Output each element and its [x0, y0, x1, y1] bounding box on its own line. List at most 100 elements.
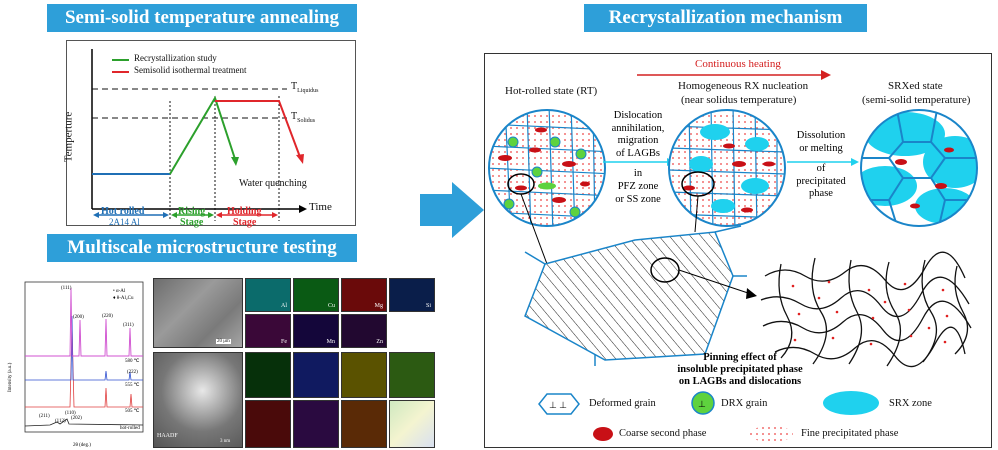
- peak-220: (220): [102, 314, 113, 319]
- sem-image: 20 μm: [153, 278, 243, 348]
- t-liquidus-label: TLiquidus: [291, 81, 318, 94]
- legend-deformed-grain-symbol: ⊥ ⊥: [538, 393, 580, 415]
- eds-si-label: Si: [425, 303, 431, 309]
- pinning-line-1: Pinning effect of: [703, 352, 777, 363]
- svg-text:⊥ ⊥: ⊥ ⊥: [549, 400, 567, 410]
- peak-311: (311): [123, 323, 134, 328]
- arrow1-line-7: or SS zone: [615, 193, 661, 205]
- stage-rising-label2: Stage: [180, 217, 204, 228]
- legend-fine-phase-symbol: [749, 426, 793, 442]
- t-liquidus: T: [291, 81, 298, 92]
- arrow2-line-3: of: [816, 163, 826, 175]
- arrow2-line-4: precipitated: [796, 175, 846, 187]
- hatched-grain-region: [524, 225, 747, 366]
- heating-arrow: [637, 70, 831, 80]
- legend-drx-grain: DRX grain: [721, 398, 768, 409]
- tem-map-6: [293, 400, 339, 448]
- arrow1-line-4: of LAGBs: [615, 147, 661, 159]
- peak-202: (202): [71, 416, 82, 421]
- mechanism-title: Recrystallization mechanism: [584, 4, 867, 32]
- stage-hot-label: Hot rolled: [101, 206, 145, 217]
- stage3-title-b: (semi-solid temperature): [862, 94, 971, 106]
- xrd-ylabel: Intensity (a.u.): [8, 362, 13, 392]
- microstructure-panel: (111) (200) (220) (311) (222) (110) (211…: [5, 276, 435, 450]
- stage-hot-alloy: 2A14 Al: [109, 217, 140, 227]
- rising-arrow-right: [208, 212, 214, 218]
- eds-zn-label: Zn: [376, 339, 383, 345]
- arrow1-spacer: [605, 160, 671, 168]
- eds-mg-map: Mg: [341, 278, 387, 312]
- arrow1-line-2: annihilation,: [611, 122, 665, 134]
- legend-coarse-phase: Coarse second phase: [619, 428, 707, 439]
- peak-112: (112): [55, 419, 66, 424]
- green-arrow-head: [231, 157, 239, 166]
- eds-cu-label: Cu: [327, 303, 335, 309]
- pinning-text: Pinning effect of insoluble precipitated…: [655, 352, 825, 388]
- heating-arrowhead: [821, 70, 831, 80]
- arrow1-line-6: PFZ zone: [617, 180, 659, 192]
- holding-arrow-left: [216, 212, 222, 218]
- legend-deformed-grain: Deformed grain: [589, 398, 656, 409]
- flow-arrow-icon: [420, 182, 484, 238]
- network-precipitates: [791, 280, 949, 346]
- hot-rolled-circle: [488, 109, 606, 227]
- xrd-curve-hot: [24, 418, 144, 427]
- tem-map-7: [341, 400, 387, 448]
- eds-zn-map: Zn: [341, 314, 387, 348]
- zoom-line-2: [694, 195, 699, 233]
- tem-map-1: [245, 352, 291, 398]
- arrow1-line-3: migration: [617, 135, 659, 147]
- semisolid-curve: [215, 100, 301, 158]
- label-505: 505 ℃: [125, 408, 140, 414]
- legend-drx-grain-symbol: ⊥: [691, 391, 715, 415]
- label-555: 555 ℃: [125, 382, 140, 388]
- stage-arrow-2-head: [851, 158, 859, 166]
- legend-alpha: • α-Al: [113, 289, 126, 294]
- eds-mg-label: Mg: [374, 303, 383, 309]
- arrow1-text: Dislocation annihilation, migration of L…: [605, 110, 671, 206]
- stage-rising-label: Rising: [178, 206, 206, 217]
- tem-map-4: [389, 352, 435, 398]
- stage2-title-a: Homogeneous RX nucleation: [678, 80, 809, 92]
- arrow1-line-1: Dislocation: [613, 110, 663, 121]
- peak-222: (222): [127, 370, 138, 375]
- red-arrow-head: [296, 154, 304, 164]
- stage-holding-label2: Stage: [233, 217, 257, 228]
- dislocation-network: [760, 251, 972, 368]
- zoom-arrowhead: [746, 288, 757, 299]
- annealing-diagram-panel: Recrystallization study Semisolid isothe…: [62, 40, 356, 228]
- annealing-diagram: [91, 49, 307, 221]
- rising-arrow-left: [171, 212, 177, 218]
- t-liquidus-sub: Liquidus: [297, 88, 319, 94]
- mechanism-panel: Continuous heating Hot-rolled state (RT)…: [484, 53, 992, 448]
- haadf-scale: 3 nm: [220, 439, 231, 444]
- legend-theta: ♦ θ-Al₂Cu: [113, 296, 134, 301]
- arrow2-text: Dissolution or melting of precipitated p…: [787, 130, 855, 201]
- tem-map-3: [341, 352, 387, 398]
- water-quenching-label: Water quenching: [239, 178, 307, 189]
- t-solidus-label: TSolidus: [291, 111, 315, 124]
- arrow1-line-5: in: [633, 168, 643, 180]
- tem-map-overlay: [389, 400, 435, 448]
- legend-semisolid: Semisolid isothermal treatment: [134, 65, 247, 75]
- stage1-title: Hot-rolled state (RT): [505, 85, 598, 97]
- pinning-line-3: on LAGBs and dislocations: [678, 376, 802, 387]
- tem-map-2: [293, 352, 339, 398]
- legend-srx-zone-symbol: [823, 391, 879, 415]
- y-axis-label: Temperture: [62, 111, 75, 163]
- peak-110: (110): [65, 411, 76, 416]
- eds-mn-label: Mn: [326, 339, 335, 345]
- sem-scale: 20 μm: [216, 339, 231, 344]
- haadf-label: HAADF: [157, 433, 178, 439]
- tem-map-5: [245, 400, 291, 448]
- x-axis-arrowhead: [299, 205, 307, 213]
- peak-111: (111): [61, 286, 72, 291]
- label-580: 580 ℃: [125, 358, 140, 364]
- label-hot-rolled: hot-rolled: [120, 426, 140, 431]
- srx-state-circle: [860, 109, 978, 227]
- eds-cu-map: Cu: [293, 278, 339, 312]
- eds-al-map: Al: [245, 278, 291, 312]
- annealing-title: Semi-solid temperature annealing: [47, 4, 357, 32]
- heating-label: Continuous heating: [695, 58, 781, 70]
- svg-text:⊥: ⊥: [698, 399, 706, 409]
